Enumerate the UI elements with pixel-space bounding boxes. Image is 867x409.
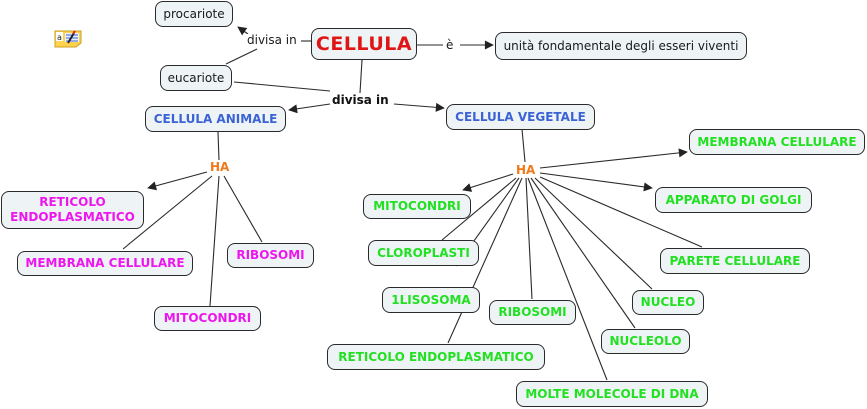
node-vegetale-parete-cellulare[interactable]: PARETE CELLULARE bbox=[660, 248, 810, 274]
edge-ha-v-nucleo bbox=[534, 177, 653, 290]
edge-ha-a-ribosomi bbox=[223, 175, 263, 243]
edge-ha-v-membrana bbox=[539, 148, 688, 169]
edge-divisa-mid-animale bbox=[288, 103, 331, 114]
node-vegetale-mitocondri[interactable]: MITOCONDRI bbox=[363, 194, 471, 219]
link-e[interactable]: è bbox=[446, 38, 454, 52]
node-unita-fondamentale[interactable]: unità fondamentale degli esseri viventi bbox=[495, 32, 747, 60]
node-eucariote[interactable]: eucariote bbox=[160, 65, 232, 91]
node-animale-membrana-cellulare[interactable]: MEMBRANA CELLULARE bbox=[17, 251, 193, 276]
link-ha-vegetale[interactable]: HA bbox=[515, 163, 537, 177]
node-vegetale-reticolo-endoplasmatico[interactable]: RETICOLO ENDOPLASMATICO bbox=[327, 344, 545, 370]
edge-ha-v-nucleolo bbox=[530, 177, 636, 329]
edge-vegetale-ha bbox=[521, 128, 526, 163]
edge-ha-v-dna bbox=[527, 177, 608, 381]
node-vegetale-nucleolo[interactable]: NUCLEOLO bbox=[601, 329, 690, 354]
node-vegetale-membrana-cellulare[interactable]: MEMBRANA CELLULARE bbox=[689, 129, 865, 155]
edge-divisa-mid-vegetale bbox=[393, 102, 445, 112]
node-vegetale-nucleo[interactable]: NUCLEO bbox=[632, 290, 704, 315]
node-vegetale-ribosomi[interactable]: RIBOSOMI bbox=[489, 300, 576, 325]
edge-ha-a-mitocondri bbox=[209, 175, 220, 307]
edge-eucariote-divisa-mid bbox=[233, 81, 331, 92]
edge-ha-v-parete bbox=[539, 176, 703, 248]
edge-ha-v-ribosomi bbox=[525, 177, 533, 300]
edge-ha-a-membrana bbox=[122, 175, 213, 250]
annotation-note-icon[interactable]: a bbox=[54, 30, 82, 48]
node-vegetale-lisosoma[interactable]: 1LISOSOMA bbox=[382, 287, 480, 313]
edge-divisa-top-eucariote bbox=[225, 48, 258, 65]
node-vegetale-cloroplasti[interactable]: CLOROPLASTI bbox=[368, 240, 479, 266]
node-vegetale-apparato-golgi[interactable]: APPARATO DI GOLGI bbox=[655, 187, 812, 213]
edge-ha-a-reticolo bbox=[147, 171, 208, 191]
node-vegetale-dna[interactable]: MOLTE MOLECOLE DI DNA bbox=[516, 381, 708, 407]
node-animale-mitocondri[interactable]: MITOCONDRI bbox=[154, 306, 261, 331]
node-animale-reticolo-endoplasmatico[interactable]: RETICOLO ENDOPLASMATICO bbox=[1, 191, 144, 229]
node-cellula-vegetale[interactable]: CELLULA VEGETALE bbox=[446, 104, 595, 130]
edge-ha-v-mitocondri bbox=[462, 173, 514, 192]
link-divisa-in-top[interactable]: divisa in bbox=[247, 33, 297, 47]
edge-ha-v-cloroplasti bbox=[441, 177, 517, 241]
node-animale-ribosomi[interactable]: RIBOSOMI bbox=[227, 243, 314, 268]
svg-text:a: a bbox=[57, 33, 62, 42]
node-procariote[interactable]: procariote bbox=[155, 1, 233, 27]
node-cellula-animale[interactable]: CELLULA ANIMALE bbox=[145, 106, 286, 132]
edge-cellula-divisa-mid bbox=[359, 59, 363, 94]
link-ha-animale[interactable]: HA bbox=[209, 160, 231, 174]
edge-ha-v-reticolo bbox=[447, 177, 523, 344]
node-cellula-root[interactable]: CELLULA bbox=[311, 28, 417, 60]
edge-divisa-top-procariote bbox=[237, 26, 249, 36]
edge-ha-v-golgi bbox=[539, 172, 653, 192]
edge-animale-ha bbox=[217, 131, 220, 161]
link-divisa-in-mid[interactable]: divisa in bbox=[332, 93, 389, 107]
